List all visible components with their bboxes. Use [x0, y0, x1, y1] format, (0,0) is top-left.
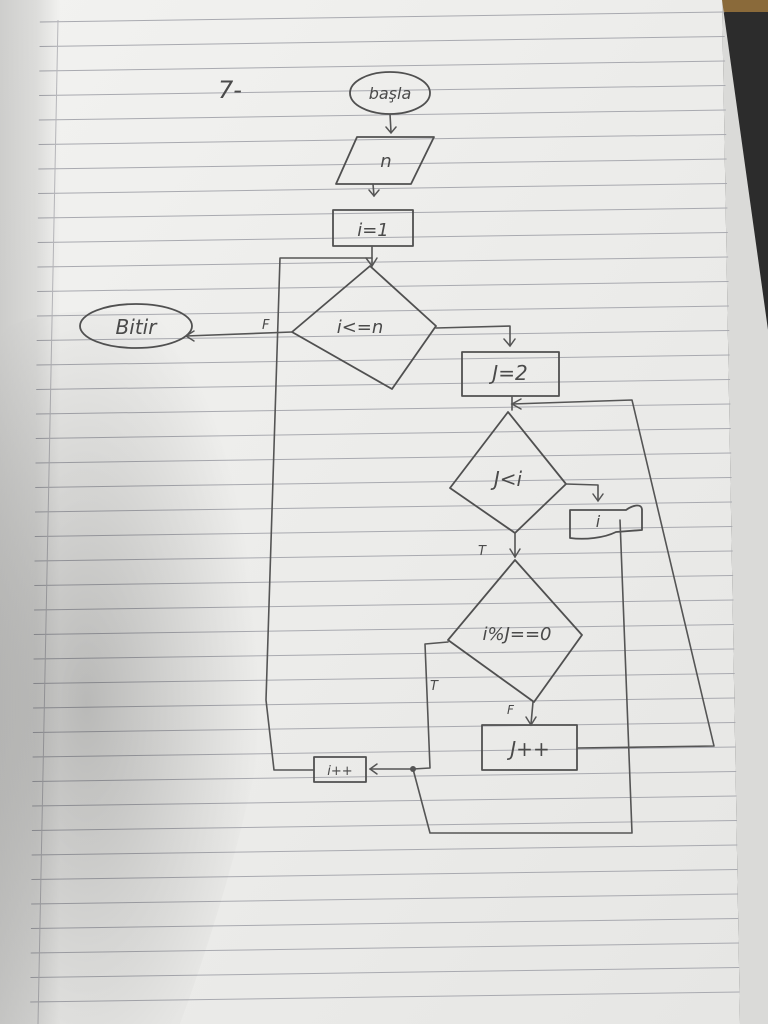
init-j-label: J=2: [488, 361, 527, 385]
arrowhead-to-mod: [509, 548, 521, 559]
init-i-box: [332, 209, 414, 247]
arrow-jcond-false-to-output: [565, 483, 599, 501]
mod-condition-diamond: [447, 559, 583, 703]
input-parallelogram: [335, 136, 435, 185]
start-label: başla: [369, 84, 412, 103]
loop-inci-to-outercond: [265, 257, 373, 771]
loop-incj-to-jcond: [511, 399, 715, 749]
arrowhead-to-initj: [503, 338, 516, 348]
page-number: 7-: [218, 76, 242, 104]
arrow-input-to-init: [372, 183, 375, 197]
arrowhead-init-to-cond: [365, 257, 378, 268]
ruled-line: [38, 183, 727, 194]
arrowhead-to-incj: [525, 716, 537, 727]
output-label: i: [596, 512, 601, 531]
flowchart-labels: 7- başla n i=1 i<=n Bitir F J=2 J<i i T …: [116, 76, 601, 779]
ruled-line: [37, 256, 729, 268]
arrow-mod-true-to-join: [412, 641, 449, 770]
init-j-box: [461, 351, 560, 397]
hand-shadow: [0, 311, 289, 1024]
input-label: n: [380, 151, 391, 172]
flowchart-connectors: [184, 113, 715, 834]
desk-edge: [720, 0, 768, 12]
ruled-line: [38, 134, 727, 145]
ruled-line: [38, 158, 727, 170]
arrow-start-to-input: [389, 113, 392, 133]
mod-cond-label: i%J==0: [482, 624, 551, 645]
arrow-outer-false-to-end: [185, 331, 293, 337]
ruled-line: [37, 281, 729, 292]
output-shape: [569, 504, 643, 540]
ruled-line: [39, 60, 726, 72]
arrowhead-start-to-input: [385, 126, 397, 135]
end-label: Bitir: [116, 315, 159, 339]
inc-j-label: J++: [506, 737, 549, 761]
ruled-line: [38, 109, 726, 121]
false-mod-label: F: [507, 703, 515, 717]
arrow-mod-false-to-incj: [530, 701, 534, 725]
arrowhead-loop-jcond: [510, 398, 522, 410]
arrowhead-to-end: [184, 330, 195, 342]
outer-condition-diamond: [291, 265, 437, 390]
ruled-line: [39, 85, 726, 96]
paper-right-fold: [722, 0, 768, 1024]
arrow-output-to-join: [412, 519, 633, 834]
ruled-line: [39, 11, 725, 23]
left-edge-shadow: [0, 0, 60, 1024]
end-terminal: [79, 303, 193, 349]
arrowhead-input-to-init: [368, 189, 380, 198]
true-j-label: T: [478, 544, 487, 559]
false-outer-label: F: [262, 318, 270, 333]
init-i-label: i=1: [357, 220, 389, 241]
ruled-line: [37, 232, 728, 243]
inc-i-label: i++: [327, 764, 352, 779]
arrowhead-to-inci: [368, 763, 378, 775]
ruled-line: [37, 207, 728, 219]
ruled-lines: [30, 11, 740, 1003]
true-mod-label: T: [430, 679, 439, 694]
outer-cond-label: i<=n: [337, 317, 384, 338]
ruled-line: [39, 36, 725, 47]
arrowhead-to-output: [592, 493, 604, 503]
arrow-outer-true-to-initj: [435, 325, 511, 346]
jcond-label: J<i: [490, 467, 523, 491]
